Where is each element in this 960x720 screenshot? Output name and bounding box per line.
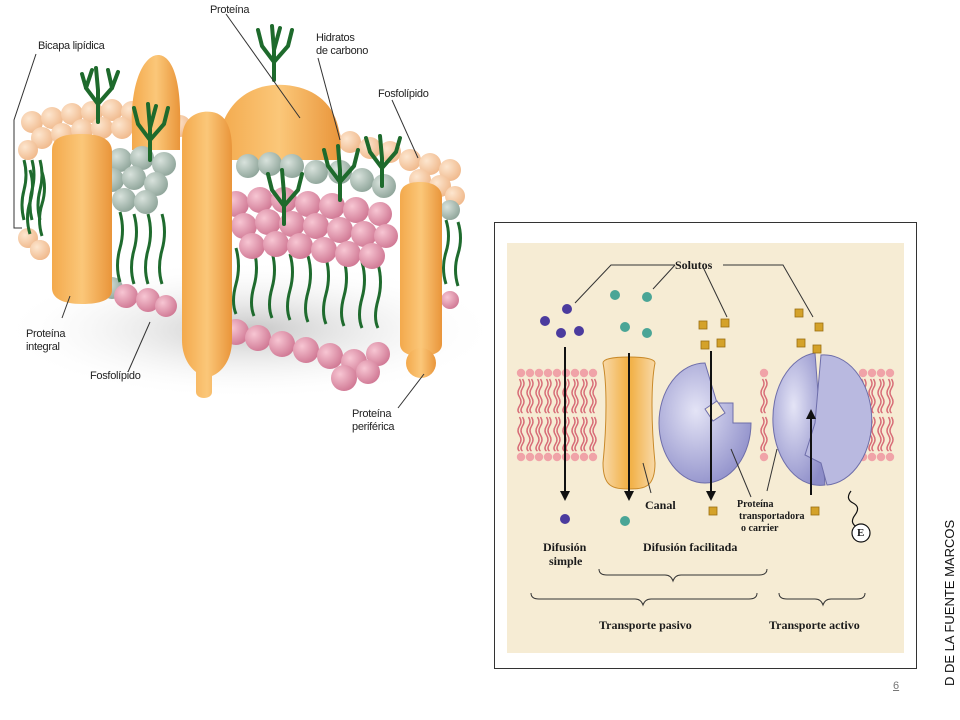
label-difusion-simple-2: simple [549, 554, 583, 568]
label-transporte-pasivo: Transporte pasivo [599, 618, 692, 632]
page-number: 6 [893, 680, 900, 692]
leader-lines [574, 264, 814, 498]
peripheral-protein [406, 348, 436, 378]
bottom-phospholipid-heads [30, 240, 177, 317]
label-proteina-transportadora-1: Proteína [737, 499, 774, 510]
label-fosfolipido-top: Fosfolípido [378, 88, 429, 100]
carrier-protein-1 [658, 362, 752, 484]
label-fosfolipido-bottom: Fosfolípido [90, 370, 141, 382]
author-side-text: D DE LA FUENTE MARCOS [942, 519, 957, 686]
label-proteina-periferica-1: Proteína [352, 408, 392, 420]
label-transporte-activo: Transporte activo [769, 618, 860, 632]
solutes-teal [610, 290, 652, 526]
label-solutos: Solutos [675, 258, 713, 272]
label-proteina-periferica-2: periférica [352, 421, 395, 433]
membrane-heads [516, 368, 895, 462]
label-energia: E [857, 527, 865, 539]
pointer-lines [13, 13, 425, 409]
protein-dome [217, 84, 341, 160]
label-bicapa: Bicapa lipídica [38, 40, 105, 52]
solutes-gold [698, 308, 824, 516]
lipid-tails [104, 209, 462, 329]
front-pink-heads [223, 187, 459, 391]
label-canal: Canal [645, 498, 676, 512]
energy-icon [851, 523, 871, 543]
label-hidratos-2: de carbono [316, 45, 369, 57]
label-difusion-simple-1: Difusión [543, 540, 587, 554]
label-proteina: Proteína [210, 4, 250, 16]
label-proteina-integral-2: integral [26, 341, 60, 353]
membrane-diagram: Bicapa lipídica Proteína Hidratos de car… [0, 0, 500, 450]
solutes-purple [540, 304, 584, 524]
integral-protein-center [182, 111, 232, 398]
label-proteina-transportadora-3: o carrier [741, 523, 779, 534]
membrane-tails [517, 378, 894, 452]
membrane-illustration [0, 13, 500, 409]
label-proteina-integral-1: Proteína [26, 328, 66, 340]
integral-protein-left [52, 134, 112, 304]
transport-diagram: Solutos Canal Proteína transportadora o … [494, 222, 917, 669]
label-proteina-transportadora-2: transportadora [739, 511, 805, 522]
label-difusion-facilitada: Difusión facilitada [643, 540, 738, 554]
braces [530, 568, 866, 607]
grey-phospholipid-heads [100, 146, 460, 299]
integral-protein-right [400, 182, 442, 356]
transport-illustration [507, 243, 904, 653]
label-hidratos-1: Hidratos [316, 32, 355, 44]
carbohydrate-chains [80, 24, 402, 226]
